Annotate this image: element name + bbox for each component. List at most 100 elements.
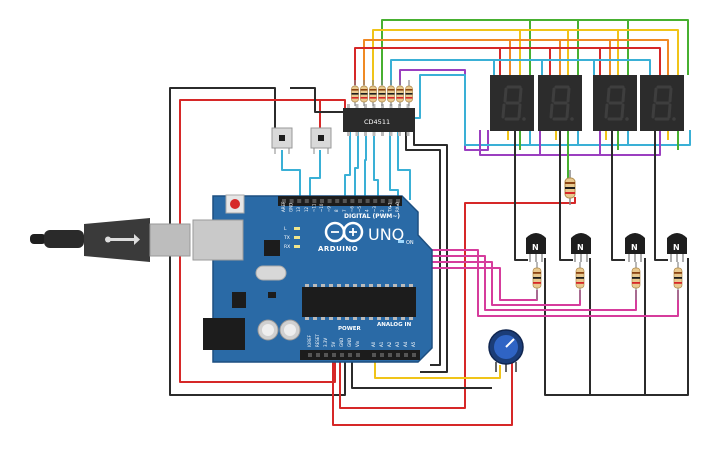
analog-pin-label: A1: [379, 341, 384, 347]
wire-q2-gnd[interactable]: [589, 258, 645, 396]
transistor-label: N: [532, 243, 539, 252]
pin-label: RX◂0: [395, 201, 400, 212]
power-pin-label: IOREF: [307, 334, 312, 347]
base-resistor-4[interactable]: [673, 262, 683, 300]
seven-segment-display-1[interactable]: [490, 75, 534, 131]
voltage-regulator: [232, 292, 246, 308]
wire-disp2-com[interactable]: [559, 130, 573, 261]
npn-transistor-1[interactable]: N: [526, 233, 546, 262]
base-resistors[interactable]: [532, 262, 683, 300]
seven-segment-display-3[interactable]: [593, 75, 637, 131]
npn-transistor-3[interactable]: N: [625, 233, 645, 262]
wire-dec-e[interactable]: [389, 132, 399, 200]
pin-label: AREF: [281, 201, 286, 212]
push-button-1[interactable]: [271, 127, 293, 154]
wire-dec-gnd2[interactable]: [413, 132, 448, 373]
wire-dec-gnd[interactable]: [405, 132, 441, 366]
arduino-uno-board[interactable]: ARDUINO UNO DIGITAL (PWM~) ANALOG IN POW…: [192, 194, 433, 363]
pin-label: ~10: [319, 203, 324, 212]
base-resistor-1[interactable]: [532, 262, 542, 300]
wire-seg-cyan[interactable]: [390, 59, 651, 85]
wire-q1-gnd[interactable]: [544, 258, 590, 396]
wire-decoder-black[interactable]: [290, 87, 345, 113]
pin-label: TX▸1: [387, 202, 392, 213]
wire-seg-bottom-green[interactable]: [519, 130, 679, 150]
pin-label: 8: [334, 209, 339, 212]
decoder-label: CD4511: [364, 118, 390, 126]
cd4511-decoder[interactable]: CD4511: [343, 104, 415, 136]
power-pin-label: 5V: [331, 341, 336, 347]
board-led-label: L: [284, 226, 287, 232]
base-resistor-2[interactable]: [575, 262, 585, 300]
wire-seg-bottom-purple[interactable]: [479, 130, 661, 156]
power-jack: [203, 318, 245, 350]
reset-button-cap[interactable]: [230, 199, 240, 209]
chip-pins: [305, 284, 413, 320]
wire-seg-yellow[interactable]: [372, 29, 679, 85]
digital-header-holes: [282, 199, 400, 203]
potentiometer-knob-icon[interactable]: [505, 338, 515, 348]
pin-label: 4: [365, 209, 370, 212]
wire-seg-bottom-yellow[interactable]: [507, 130, 669, 140]
pin-label: GND: [289, 203, 294, 212]
resistor-bank[interactable]: [351, 80, 413, 106]
analog-pin-label: A0: [371, 341, 376, 347]
pin-label: ~5: [357, 206, 362, 212]
wire-button2-pin[interactable]: [309, 150, 321, 200]
wire-button1-pin[interactable]: [281, 150, 301, 200]
wire-dec-a[interactable]: [344, 132, 351, 200]
on-led: [398, 240, 404, 243]
base-resistor-3[interactable]: [631, 262, 641, 300]
wire-seg-bottom-cyan[interactable]: [405, 74, 691, 146]
pin-label: 7: [342, 209, 347, 212]
wire-disp3-com[interactable]: [611, 130, 625, 261]
wire-seg-green[interactable]: [381, 19, 689, 85]
board-model: UNO: [368, 225, 404, 244]
npn-transistor-4[interactable]: N: [667, 233, 687, 262]
power-pin-label: RESET: [315, 334, 320, 347]
wire-red-bottom[interactable]: [332, 355, 513, 426]
wire-button-red[interactable]: [320, 99, 346, 118]
board-led-label: RX: [284, 244, 290, 250]
wire-red-right[interactable]: [339, 197, 576, 409]
potentiometer[interactable]: [488, 329, 524, 372]
segment-resistor[interactable]: [564, 170, 576, 205]
seven-segment-display-4[interactable]: [640, 75, 684, 131]
usb-icon: [105, 234, 140, 245]
board-led-label: TX: [283, 235, 290, 241]
wire-dec-c[interactable]: [364, 132, 367, 200]
seven-segment-displays[interactable]: [490, 75, 684, 131]
crystal: [255, 265, 287, 281]
push-button-2[interactable]: [310, 127, 332, 154]
analog-label: ANALOG IN: [377, 322, 412, 328]
usb-jack: [192, 219, 244, 261]
wire-dec-f[interactable]: [397, 132, 411, 200]
wire-disp1-com[interactable]: [514, 130, 528, 261]
power-label: POWER: [338, 326, 362, 332]
pin-label: ~3: [372, 206, 377, 212]
usb-cable[interactable]: [30, 218, 191, 262]
analog-pin-label: A2: [387, 341, 392, 347]
wire-disp4-com[interactable]: [654, 130, 668, 261]
bottom-header-holes: [308, 353, 416, 357]
pin-label: ~6: [349, 206, 354, 212]
wires: [169, 19, 691, 426]
digital-header[interactable]: [278, 196, 402, 206]
board-led: [294, 245, 300, 248]
power-pin-label: 3.3V: [323, 338, 328, 347]
board-brand: ARDUINO: [318, 245, 358, 253]
wire-dec-d[interactable]: [373, 132, 379, 200]
wire-seg-orange[interactable]: [363, 39, 669, 85]
wire-pot-signal[interactable]: [374, 350, 501, 379]
transistor-label: N: [631, 243, 638, 252]
npn-transistor-2[interactable]: N: [571, 233, 591, 262]
on-label: ON: [406, 240, 414, 246]
wire-seg-red[interactable]: [354, 47, 661, 85]
atmega-chip: [302, 287, 416, 317]
wire-q3-gnd[interactable]: [644, 258, 689, 396]
seven-segment-display-2[interactable]: [538, 75, 582, 131]
wire-dec-b[interactable]: [354, 132, 359, 200]
